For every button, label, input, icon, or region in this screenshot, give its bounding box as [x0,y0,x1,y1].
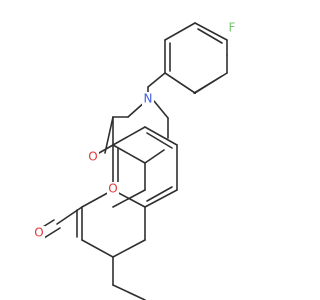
bond [146,132,173,149]
oxygen-lactone-label: O [108,182,117,196]
fluorophenyl-ring [164,22,228,94]
bond [194,22,228,41]
bond [144,126,178,146]
oxygen-carbonyl-label: O [34,226,43,240]
bond [153,100,169,119]
nitrogen-label: N [144,92,153,106]
bond [146,186,173,202]
bond [112,126,146,146]
benzyl-linker [164,72,196,94]
bond [144,189,178,208]
bond [81,239,114,258]
atom-labels: F N O O O [33,21,238,240]
bond [56,206,83,225]
fluorine-label: F [229,21,236,35]
bond [112,284,146,300]
bond [193,75,223,94]
bond [112,239,146,258]
bond [144,149,165,164]
bond [147,72,166,88]
structure-canvas: F N O O O [33,20,238,300]
oxygen-oxazine-label: O [88,150,97,164]
bond [164,22,196,41]
bond [104,116,114,154]
bond [164,72,196,94]
molecule-structure: F N O O O [33,20,238,300]
bond [197,28,223,44]
core-bonds [37,72,178,300]
bond [43,227,61,239]
